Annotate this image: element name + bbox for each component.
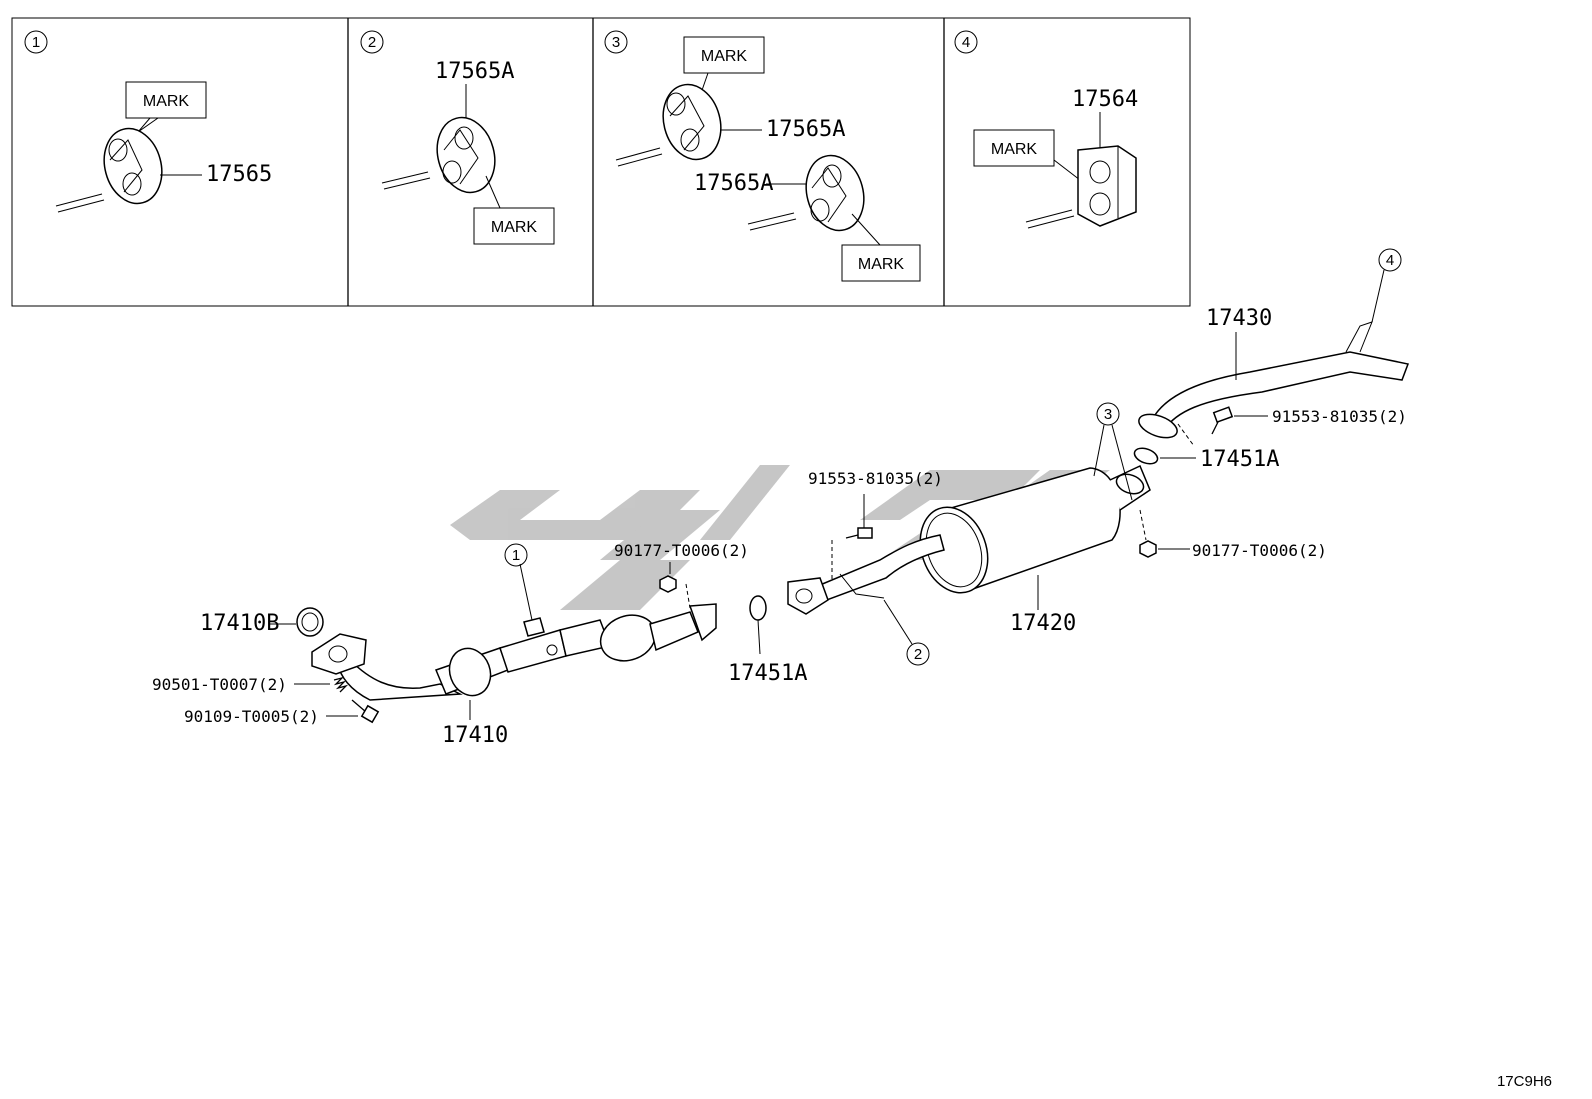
bolt-icon xyxy=(845,527,873,539)
gasket-icon xyxy=(749,595,767,621)
rubber-hanger-icon xyxy=(103,127,163,205)
callout-3: 3 xyxy=(1104,406,1112,423)
part-17430-label: 17430 xyxy=(1206,306,1272,331)
muffler-17420 xyxy=(919,464,1151,610)
inset-3-callout: 3 xyxy=(612,34,620,51)
part-17410B-label: 17410B xyxy=(200,611,279,636)
gasket-icon xyxy=(1133,447,1159,465)
inset-1-callout: 1 xyxy=(32,34,40,51)
inset-4: 4 17564 MARK xyxy=(954,30,1138,229)
center-pipe-muffler-inlet xyxy=(787,534,945,615)
inset-4-mark-label: MARK xyxy=(991,141,1038,158)
inset-4-part-number: 17564 xyxy=(1072,87,1138,112)
bolt-icon xyxy=(351,699,380,724)
nut-icon xyxy=(1139,540,1157,558)
bolt-icon xyxy=(1211,406,1234,435)
inset-3-mark-lower: MARK xyxy=(858,256,905,273)
inset-3-part-number-lower: 17565A xyxy=(694,171,773,196)
part-17420-label: 17420 xyxy=(1010,611,1076,636)
rubber-hanger-icon xyxy=(805,154,865,232)
inset-3-mark-upper: MARK xyxy=(701,48,748,65)
inset-3-part-number-upper: 17565A xyxy=(766,117,845,142)
bolt-left-label: 90109-T0005(2) xyxy=(184,707,319,726)
rubber-hanger-icon xyxy=(436,116,496,194)
part-17451A-mid-label: 17451A xyxy=(728,661,807,686)
spring-label: 90501-T0007(2) xyxy=(152,675,287,694)
tail-pipe-17430 xyxy=(1138,269,1410,447)
diagram-code: 17C9H6 xyxy=(1497,1073,1552,1090)
nut-right-label: 90177-T0006(2) xyxy=(1192,541,1327,560)
callout-1: 1 xyxy=(512,547,520,564)
inset-2: 2 17565A MARK xyxy=(360,30,555,245)
part-17410-label: 17410 xyxy=(442,723,508,748)
inset-4-callout: 4 xyxy=(962,34,970,51)
front-pipe-catalytic-converter-17410 xyxy=(311,563,717,720)
gasket-icon xyxy=(296,607,324,637)
inset-1-mark-label: MARK xyxy=(143,93,190,110)
part-17451A-right-label: 17451A xyxy=(1200,447,1279,472)
rubber-hanger-icon xyxy=(1077,145,1137,227)
bolt-mid-label: 91553-81035(2) xyxy=(808,469,943,488)
spring-icon xyxy=(333,676,349,693)
inset-2-mark-label: MARK xyxy=(491,219,538,236)
inset-1-part-number: 17565 xyxy=(206,162,272,187)
bolt-right-label: 91553-81035(2) xyxy=(1272,407,1407,426)
callout-2: 2 xyxy=(914,646,922,663)
inset-2-callout: 2 xyxy=(368,34,376,51)
inset-panels xyxy=(11,17,1191,307)
inset-3: 3 MARK 17565A 17565A MARK xyxy=(604,30,921,282)
rubber-hanger-icon xyxy=(662,83,722,161)
inset-1: 1 MARK 17565 xyxy=(24,30,272,213)
nut-mid-label: 90177-T0006(2) xyxy=(614,541,749,560)
inset-2-part-number: 17565A xyxy=(435,59,514,84)
callout-4: 4 xyxy=(1386,252,1394,269)
nut-icon xyxy=(659,575,677,593)
